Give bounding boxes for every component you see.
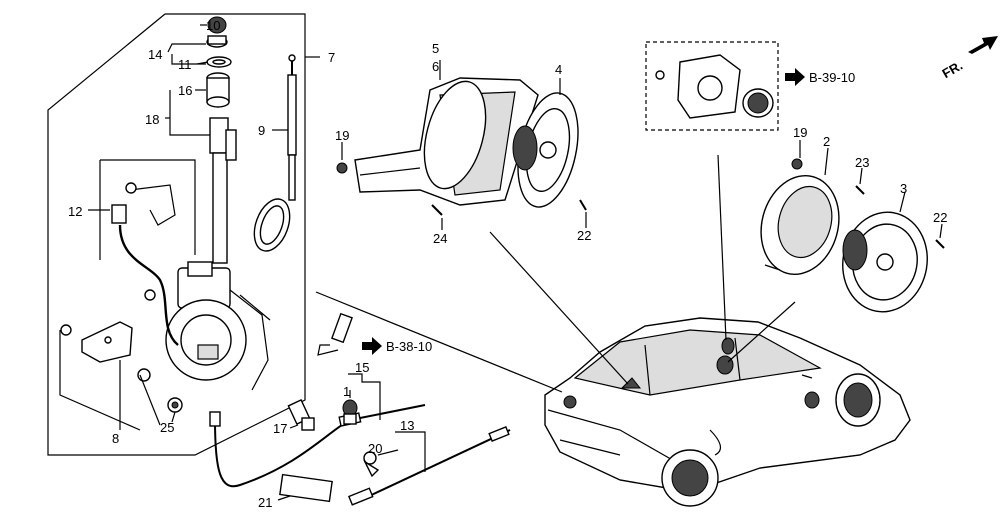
callout-3: 3 xyxy=(900,181,907,196)
callout-8: 8 xyxy=(112,431,119,446)
callout-19-rear: 19 xyxy=(335,128,349,143)
screw-part-22-rear xyxy=(579,199,587,211)
arrow-right-icon xyxy=(785,68,805,86)
svg-text:B-38-10: B-38-10 xyxy=(386,339,432,354)
callout-15: 15 xyxy=(355,360,369,375)
callout-2: 2 xyxy=(823,134,830,149)
screw-part-23 xyxy=(855,185,865,195)
callout-12: 12 xyxy=(68,204,82,219)
callout-21: 21 xyxy=(258,495,272,510)
callout-20: 20 xyxy=(368,441,382,456)
callout-4: 4 xyxy=(555,62,562,77)
tweeter-inset xyxy=(645,41,779,131)
antenna-nut-part-25 xyxy=(167,397,183,413)
screw-part-19-front xyxy=(791,158,803,170)
callout-17: 17 xyxy=(273,421,287,436)
antenna-washer-part-11 xyxy=(206,56,232,68)
callout-11: 11 xyxy=(178,57,192,72)
callout-7: 7 xyxy=(328,50,335,65)
location-leader-lines xyxy=(315,154,796,393)
callout-13: 13 xyxy=(400,418,414,433)
antenna-motor-unit xyxy=(165,261,271,391)
antenna-bracket-part-8 xyxy=(60,321,151,382)
antenna-bushing-part-16 xyxy=(206,72,230,108)
arrow-right-icon xyxy=(362,337,382,355)
antenna-cap-part-10 xyxy=(207,16,227,34)
callout-19-front: 19 xyxy=(793,125,807,140)
vehicle-outline xyxy=(544,317,911,507)
antenna-harness-part-12 xyxy=(111,182,179,346)
ref-b-39-10: B-39-10 xyxy=(785,68,855,86)
svg-text:B-39-10: B-39-10 xyxy=(809,70,855,85)
front-direction-indicator: FR. xyxy=(940,36,998,81)
screw-part-24 xyxy=(431,204,443,216)
callout-5: 5 xyxy=(432,41,439,56)
antenna-adapter xyxy=(317,312,353,356)
callout-16: 16 xyxy=(178,83,192,98)
screw-part-22-front xyxy=(935,239,945,249)
antenna-grommet-part-1 xyxy=(342,399,358,425)
callout-1: 1 xyxy=(343,384,350,399)
callout-10: 10 xyxy=(206,18,220,33)
callout-25: 25 xyxy=(160,420,174,435)
cable-leaders xyxy=(277,373,426,501)
callout-18: 18 xyxy=(145,112,159,127)
antenna-connector-part-17 xyxy=(287,399,315,431)
antenna-cable-part-21 xyxy=(209,411,351,503)
antenna-clip-part-20 xyxy=(363,451,380,478)
callout-24: 24 xyxy=(433,231,447,246)
callout-22-front: 22 xyxy=(933,210,947,225)
antenna-mast-tube-part-18 xyxy=(209,117,237,264)
front-speaker-part-3 xyxy=(842,211,928,313)
ref-b-38-10: B-38-10 xyxy=(362,337,432,355)
screw-part-19-rear xyxy=(336,162,348,174)
callout-9: 9 xyxy=(258,123,265,138)
front-direction-arrow-icon xyxy=(968,36,998,54)
rear-speaker-leaders xyxy=(341,60,587,230)
antenna-rod-part-9 xyxy=(253,54,297,252)
front-speaker-leaders xyxy=(799,140,943,239)
rear-speaker-part-4 xyxy=(512,92,579,208)
callout-6: 6 xyxy=(432,59,439,74)
callout-23: 23 xyxy=(855,155,869,170)
antenna-collar-part-14 xyxy=(206,35,228,48)
antenna-leaders xyxy=(59,24,320,431)
callout-14: 14 xyxy=(148,47,162,62)
rear-speaker-housing-part-5-6 xyxy=(354,77,539,206)
svg-text:FR.: FR. xyxy=(940,58,966,81)
front-speaker-holder-part-2 xyxy=(760,175,840,275)
callout-22-rear: 22 xyxy=(577,228,591,243)
